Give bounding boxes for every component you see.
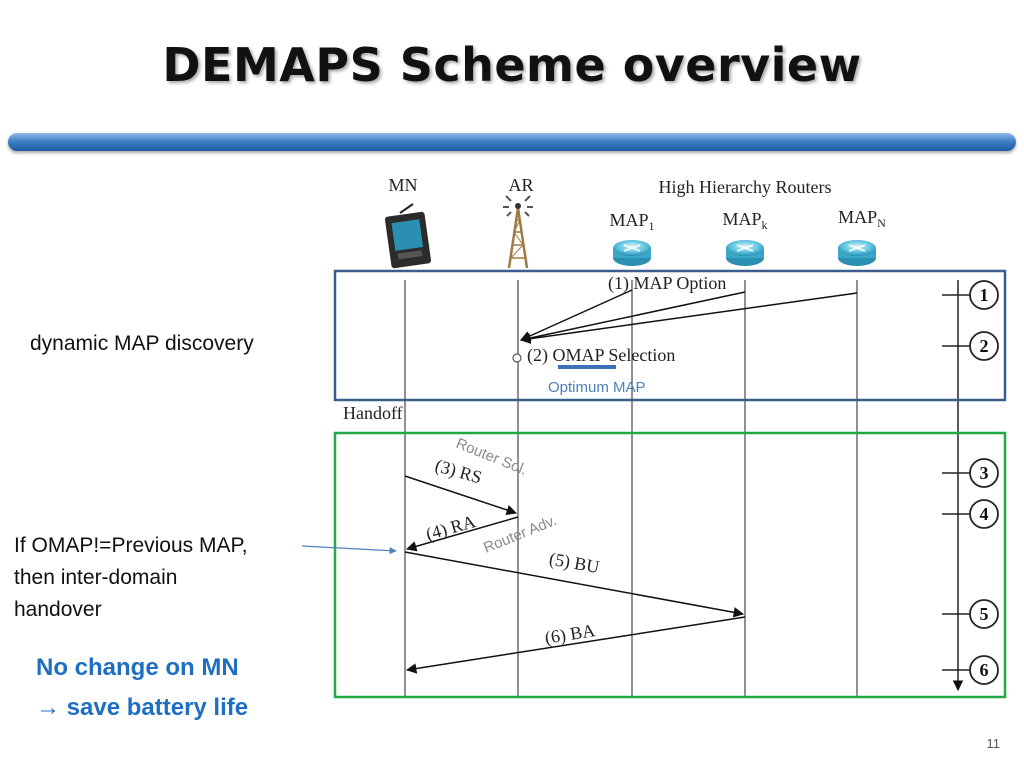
optimum-map-label: Optimum MAP bbox=[548, 379, 646, 396]
inter-domain-line-3: handover bbox=[14, 598, 102, 621]
battery-note: No change on MN → save battery life bbox=[36, 648, 248, 728]
inter-domain-note: If OMAP!=Previous MAP, then inter-domain… bbox=[14, 530, 248, 626]
inter-domain-line-1: If OMAP!=Previous MAP, bbox=[14, 534, 248, 557]
mapk-label: MAPk bbox=[722, 209, 767, 232]
step-markers bbox=[942, 294, 972, 671]
step-1-number: 1 bbox=[980, 285, 989, 305]
bu-arrow bbox=[404, 551, 745, 618]
step-6-circle bbox=[969, 655, 999, 685]
msg-bu: (5) BU bbox=[548, 549, 601, 578]
omap-selection-point bbox=[512, 353, 522, 363]
page-number: 11 bbox=[986, 736, 1001, 751]
dynamic-discovery-label: dynamic MAP discovery bbox=[30, 332, 254, 355]
mapn-label: MAPN bbox=[838, 207, 886, 230]
map-option-arrow-from-mapn bbox=[519, 292, 858, 344]
callout-line bbox=[301, 545, 397, 555]
rs-arrow bbox=[404, 475, 517, 515]
msg-omap-selection: (2) OMAP Selection bbox=[527, 345, 675, 366]
step-5-number: 5 bbox=[980, 604, 989, 624]
map-option-arrow-from-mapk bbox=[519, 291, 746, 344]
step-5-circle bbox=[969, 599, 999, 629]
step-2-circle bbox=[969, 331, 999, 361]
router-adv-label: Router Adv. bbox=[481, 512, 559, 557]
step-1-circle bbox=[969, 280, 999, 310]
map1-label: MAP1 bbox=[609, 210, 654, 233]
msg-ra: (4) RA bbox=[424, 511, 478, 545]
title-underline-bar bbox=[8, 133, 1016, 151]
step-4-circle bbox=[969, 499, 999, 529]
step-3-circle bbox=[969, 458, 999, 488]
msg-rs: (3) RS bbox=[433, 455, 484, 488]
ba-arrow bbox=[405, 616, 746, 674]
step-circles bbox=[969, 280, 999, 685]
ra-arrow bbox=[405, 516, 519, 552]
msg-map-option: (1) MAP Option bbox=[608, 273, 726, 294]
ar-label: AR bbox=[508, 175, 533, 195]
step-3-number: 3 bbox=[980, 463, 989, 483]
step-6-number: 6 bbox=[980, 660, 989, 680]
router-group-label: High Hierarchy Routers bbox=[659, 177, 832, 197]
mn-label: MN bbox=[388, 175, 417, 195]
handover-phase-box bbox=[333, 431, 1007, 699]
lifelines bbox=[404, 280, 858, 698]
omap-underline bbox=[558, 365, 616, 369]
mapk-router-icon bbox=[726, 240, 764, 266]
map-option-arrow-from-map1 bbox=[520, 289, 633, 341]
handoff-label: Handoff bbox=[343, 403, 403, 423]
step-2-number: 2 bbox=[980, 336, 989, 356]
battery-note-line-1: No change on MN bbox=[36, 654, 239, 681]
access-router-tower-icon bbox=[503, 195, 533, 269]
step-4-number: 4 bbox=[980, 504, 989, 524]
inter-domain-line-2: then inter-domain bbox=[14, 566, 178, 589]
battery-note-line-2: → save battery life bbox=[36, 694, 249, 721]
mobile-node-icon bbox=[384, 203, 432, 269]
slide-title: DEMAPS Scheme overview bbox=[162, 38, 862, 92]
map1-router-icon bbox=[613, 240, 651, 266]
mapn-router-icon bbox=[838, 240, 876, 266]
discovery-phase-box bbox=[333, 269, 1007, 402]
